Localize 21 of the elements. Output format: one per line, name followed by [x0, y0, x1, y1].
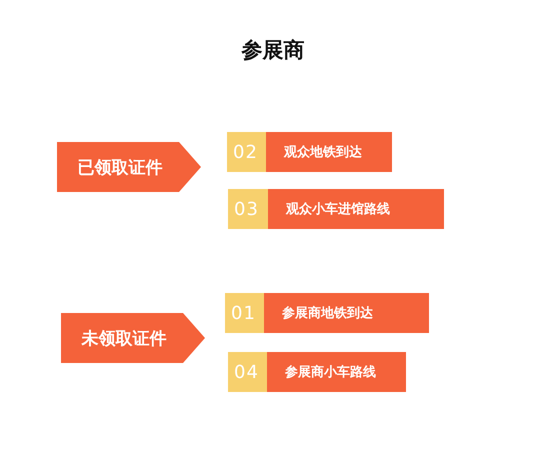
route-title: 观众小车进馆路线 — [286, 200, 390, 218]
step-number: 01 — [231, 302, 256, 324]
title-bar — [266, 132, 392, 172]
route-title: 观众地铁到达 — [284, 144, 362, 161]
banner-label: 未领取证件 — [82, 328, 166, 350]
number-tile — [227, 132, 266, 172]
number-tile — [228, 189, 268, 229]
step-number: 04 — [234, 362, 259, 382]
title-bar — [268, 189, 444, 229]
title-bar — [267, 352, 406, 392]
step-number: 03 — [234, 198, 259, 220]
banner-label: 已领取证件 — [78, 156, 162, 178]
arrow-banner — [61, 313, 205, 363]
step-number: 02 — [233, 142, 258, 162]
number-tile — [228, 352, 267, 392]
title-bar — [264, 293, 429, 333]
diagram-title: 参展商 — [242, 38, 304, 62]
arrow-banner — [57, 142, 201, 192]
number-tile — [225, 293, 264, 333]
route-title: 参展商小车路线 — [285, 364, 376, 381]
route-title: 参展商地铁到达 — [282, 304, 373, 322]
